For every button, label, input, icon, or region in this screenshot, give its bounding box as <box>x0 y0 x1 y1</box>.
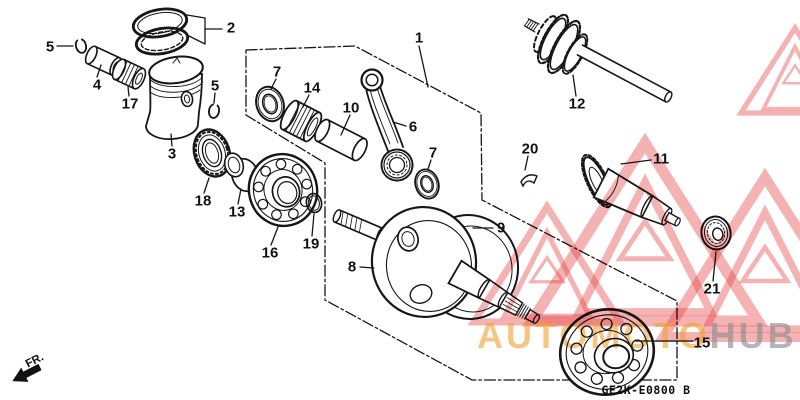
part-callout-3: 3 <box>168 146 176 163</box>
callout-leader-7 <box>427 159 432 170</box>
callout-leader-4 <box>96 64 102 78</box>
part-callout-20: 20 <box>522 141 539 158</box>
callout-leader-5 <box>213 92 216 104</box>
crank-pin-drawing <box>314 118 368 162</box>
part-callout-19: 19 <box>303 236 320 253</box>
piston-drawing <box>145 55 204 140</box>
part-callout-8: 8 <box>348 259 356 276</box>
ball-bearing-bottom-drawing <box>558 307 656 397</box>
part-callout-4: 4 <box>93 77 102 94</box>
part-callout-12: 12 <box>569 96 586 113</box>
assembly-outline-box <box>245 45 678 381</box>
part-callout-9: 9 <box>497 220 505 237</box>
part-callout-14: 14 <box>304 80 321 97</box>
ball-bearing-right-drawing <box>700 215 732 251</box>
callout-leader-16 <box>270 226 279 246</box>
part-callout-1: 1 <box>415 30 423 47</box>
part-callout-7: 7 <box>273 64 281 81</box>
thrust-washer-right-drawing <box>414 168 440 200</box>
callout-leader-12 <box>572 74 577 97</box>
piston-pin-clip-left-drawing <box>74 38 88 54</box>
part-callout-11: 11 <box>653 151 669 168</box>
part-callout-18: 18 <box>195 193 212 210</box>
part-callout-16: 16 <box>262 245 279 262</box>
callout-leader-3 <box>170 133 173 147</box>
callout-leader-13 <box>237 188 242 205</box>
piston-rings-drawing <box>131 7 190 56</box>
piston-pin-clip-right-drawing <box>208 103 220 119</box>
callout-leader-1 <box>418 45 429 88</box>
part-callout-17: 17 <box>122 96 139 113</box>
front-arrow-icon <box>12 363 42 382</box>
callout-leader-2 <box>188 35 206 45</box>
part-callout-2: 2 <box>227 20 235 37</box>
diagram-code: GE2K-E0800 B <box>601 383 690 397</box>
part-callout-6: 6 <box>409 119 417 136</box>
callout-leader-14 <box>302 94 310 108</box>
callout-leader-8 <box>359 266 375 269</box>
callout-leader-18 <box>203 177 210 194</box>
set-ring-drawing <box>305 192 323 214</box>
crankshaft-drawing <box>332 205 541 324</box>
front-label: FR. <box>24 351 46 370</box>
callout-leader-10 <box>340 114 351 136</box>
callout-leader-11 <box>620 159 652 165</box>
part-callout-5: 5 <box>211 78 219 95</box>
callout-leader-2 <box>186 14 206 19</box>
part-callout-13: 13 <box>229 204 246 221</box>
part-callout-21: 21 <box>704 281 721 298</box>
callout-leader-6 <box>392 121 407 127</box>
connecting-rod-drawing <box>360 68 414 182</box>
needle-bearing-big-drawing <box>279 99 323 143</box>
part-callout-7: 7 <box>429 145 437 162</box>
oil-seal-drawing <box>192 128 232 178</box>
callout-leader-7 <box>270 78 277 90</box>
callout-leader-19 <box>311 213 315 237</box>
needle-bearing-small-drawing <box>111 58 147 90</box>
part-callout-15: 15 <box>694 335 711 352</box>
gear-shaft-drawing <box>523 13 673 103</box>
front-direction-marker: FR. <box>12 351 46 382</box>
callout-leader-17 <box>127 86 130 97</box>
callout-leader-20 <box>524 155 529 171</box>
woodruff-key-drawing <box>520 174 538 188</box>
callout-leader-21 <box>712 251 717 282</box>
ball-bearing-left-drawing <box>247 152 319 228</box>
part-callout-5: 5 <box>46 39 54 56</box>
balancer-shaft-drawing <box>580 153 681 227</box>
part-callout-10: 10 <box>343 100 360 117</box>
